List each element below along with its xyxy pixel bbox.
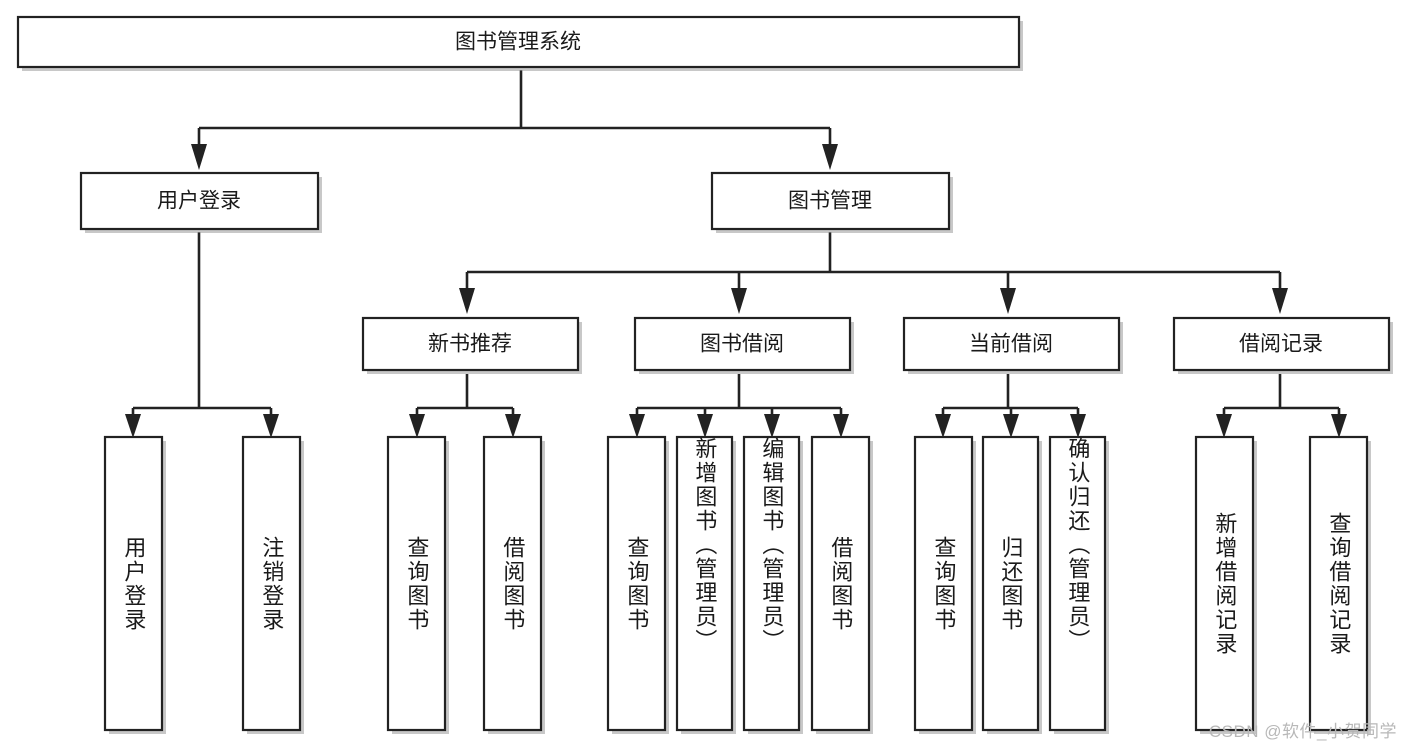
leaf-node-add-borrow-record[interactable] — [1194, 435, 1257, 734]
arrow-head-leaf-query-record — [1331, 414, 1347, 438]
arrow-head-leaf-return-book — [1003, 414, 1019, 438]
node-root-system[interactable]: 图书管理系统 — [16, 15, 1023, 71]
leaf-node-edit-book-admin[interactable] — [742, 435, 803, 734]
leaf-confirm-return-box[interactable] — [1048, 435, 1107, 732]
node-book-management-box[interactable] — [710, 171, 951, 231]
leaf-query-book-2-box[interactable] — [606, 435, 667, 732]
leaf-node-query-book-3[interactable] — [913, 435, 976, 734]
arrow-head-root-to-book-mgmt — [822, 144, 838, 170]
connector-group-bookborrow-to-leaves — [629, 374, 849, 438]
leaf-logout-box[interactable] — [241, 435, 302, 732]
node-root-label: 图书管理系统 — [455, 31, 581, 54]
arrow-head-leaf-confirm-return — [1070, 414, 1086, 438]
leaf-node-confirm-return-admin[interactable] — [1048, 435, 1109, 734]
leaf-node-borrow-book-1[interactable] — [482, 435, 545, 734]
arrow-head-leaf-query-book-3 — [935, 414, 951, 438]
arrow-head-to-book-borrow — [731, 288, 747, 314]
node-user-login-box[interactable] — [79, 171, 320, 231]
leaf-query-book-1-box[interactable] — [386, 435, 447, 732]
arrow-head-to-current-borrow — [1000, 288, 1016, 314]
leaf-node-user-login[interactable] — [103, 435, 166, 734]
leaf-user-login-box[interactable] — [103, 435, 164, 732]
arrow-head-leaf-logout — [263, 414, 279, 438]
arrow-head-leaf-query-book-1 — [409, 414, 425, 438]
leaf-node-logout[interactable] — [241, 435, 304, 734]
leaf-node-query-borrow-record[interactable] — [1308, 435, 1371, 734]
arrow-head-to-borrow-record — [1272, 288, 1288, 314]
connector-group-bookmgmt-to-level3 — [459, 232, 1288, 314]
connector-group-newbook-to-leaves — [409, 374, 521, 438]
node-new-book-recommend-label: 新书推荐 — [428, 333, 512, 356]
node-book-management[interactable]: 图书管理 — [710, 171, 953, 233]
node-borrow-record[interactable]: 借阅记录 — [1172, 316, 1393, 374]
arrow-head-leaf-borrow-book-2 — [833, 414, 849, 438]
watermark-text: CSDN @软件_小贺同学 — [1208, 722, 1397, 741]
node-user-login-label: 用户登录 — [157, 190, 241, 213]
node-current-borrow-box[interactable] — [902, 316, 1121, 372]
leaf-return-book-box[interactable] — [981, 435, 1040, 732]
leaf-query-book-3-box[interactable] — [913, 435, 974, 732]
leaf-node-return-book[interactable] — [981, 435, 1042, 734]
connector-group-root-to-level2 — [191, 70, 838, 170]
node-root-box[interactable] — [16, 15, 1021, 69]
leaf-node-add-book-admin[interactable] — [675, 435, 736, 734]
node-book-borrow-box[interactable] — [633, 316, 852, 372]
connector-group-userlogin-to-leaves — [125, 232, 279, 438]
arrow-head-leaf-query-book-2 — [629, 414, 645, 438]
arrow-head-leaf-user-login — [125, 414, 141, 438]
connector-group-borrowrecord-to-leaves — [1216, 374, 1347, 438]
arrow-head-leaf-add-record — [1216, 414, 1232, 438]
node-book-borrow-label: 图书借阅 — [700, 333, 784, 356]
connector-group-currentborrow-to-leaves — [935, 374, 1086, 438]
node-new-book-recommend-box[interactable] — [361, 316, 580, 372]
leaf-node-query-book-1[interactable] — [386, 435, 449, 734]
arrow-head-leaf-borrow-book-1 — [505, 414, 521, 438]
node-book-borrow[interactable]: 图书借阅 — [633, 316, 854, 374]
node-borrow-record-label: 借阅记录 — [1239, 333, 1323, 356]
arrow-head-leaf-add-book — [697, 414, 713, 438]
leaf-query-record-box[interactable] — [1308, 435, 1369, 732]
arrow-head-to-new-book-rec — [459, 288, 475, 314]
leaf-add-record-box[interactable] — [1194, 435, 1255, 732]
leaf-node-query-book-2[interactable] — [606, 435, 669, 734]
node-current-borrow-label: 当前借阅 — [969, 333, 1053, 356]
node-new-book-recommend[interactable]: 新书推荐 — [361, 316, 582, 374]
node-user-login[interactable]: 用户登录 — [79, 171, 322, 233]
arrow-head-leaf-edit-book — [764, 414, 780, 438]
node-book-management-label: 图书管理 — [788, 190, 872, 213]
leaf-borrow-book-2-box[interactable] — [810, 435, 871, 732]
leaf-node-borrow-book-2[interactable] — [810, 435, 873, 734]
leaf-edit-book-box[interactable] — [742, 435, 801, 732]
node-current-borrow[interactable]: 当前借阅 — [902, 316, 1123, 374]
node-borrow-record-box[interactable] — [1172, 316, 1391, 372]
arrow-head-root-to-user-login — [191, 144, 207, 170]
leaf-borrow-book-1-box[interactable] — [482, 435, 543, 732]
leaf-add-book-box[interactable] — [675, 435, 734, 732]
